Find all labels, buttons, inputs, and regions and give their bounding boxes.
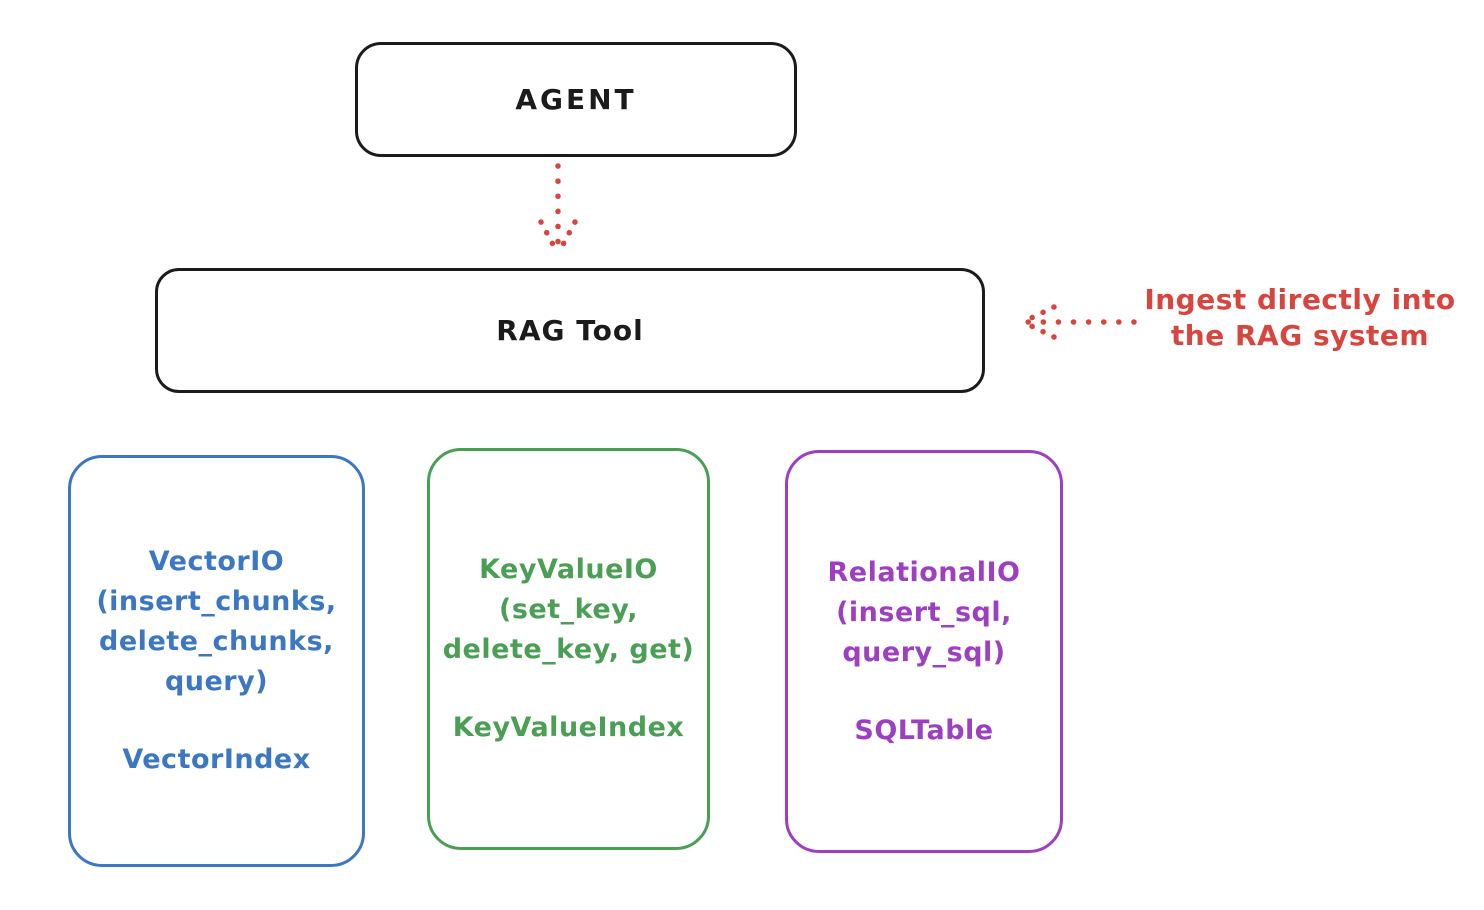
ingest-annotation-line2: the RAG system [1170,319,1430,352]
rag-tool-node: RAG Tool [155,268,985,393]
vector-io-title-line: query) [164,666,269,697]
ingest-annotation-line1: Ingest directly into [1144,283,1456,316]
agent-node: AGENT [355,42,797,157]
vector-io-node: VectorIO (insert_chunks, delete_chunks, … [68,455,365,867]
relational-io-title: RelationalIO (insert_sql, query_sql) [828,553,1021,673]
ingest-arrow-icon [1022,304,1137,340]
vector-io-title-line: delete_chunks, [99,626,334,657]
relational-io-title-line: (insert_sql, [836,596,1012,628]
vector-index-label: VectorIndex [122,744,311,775]
keyvalue-io-title-line: delete_key, get) [442,634,695,665]
keyvalue-index-label: KeyValueIndex [452,712,685,743]
relational-io-title-line: RelationalIO [827,556,1021,588]
sql-table-label: SQLTable [854,714,994,746]
rag-tool-label: RAG Tool [496,314,644,347]
keyvalue-io-title-line: KeyValueIO [479,554,658,585]
ingest-annotation: Ingest directly into the RAG system [1135,282,1465,354]
keyvalue-io-title: KeyValueIO (set_key, delete_key, get) [443,550,695,670]
vector-io-title: VectorIO (insert_chunks, delete_chunks, … [96,542,336,702]
vector-io-title-line: VectorIO [148,546,285,577]
vector-io-title-line: (insert_chunks, [96,586,337,617]
relational-io-node: RelationalIO (insert_sql, query_sql) SQL… [785,450,1063,853]
agent-label: AGENT [515,83,637,116]
keyvalue-io-title-line: (set_key, [499,594,638,625]
arrow-agent-to-ragtool-icon [538,163,578,255]
keyvalue-io-node: KeyValueIO (set_key, delete_key, get) Ke… [427,448,710,850]
relational-io-title-line: query_sql) [842,636,1006,668]
